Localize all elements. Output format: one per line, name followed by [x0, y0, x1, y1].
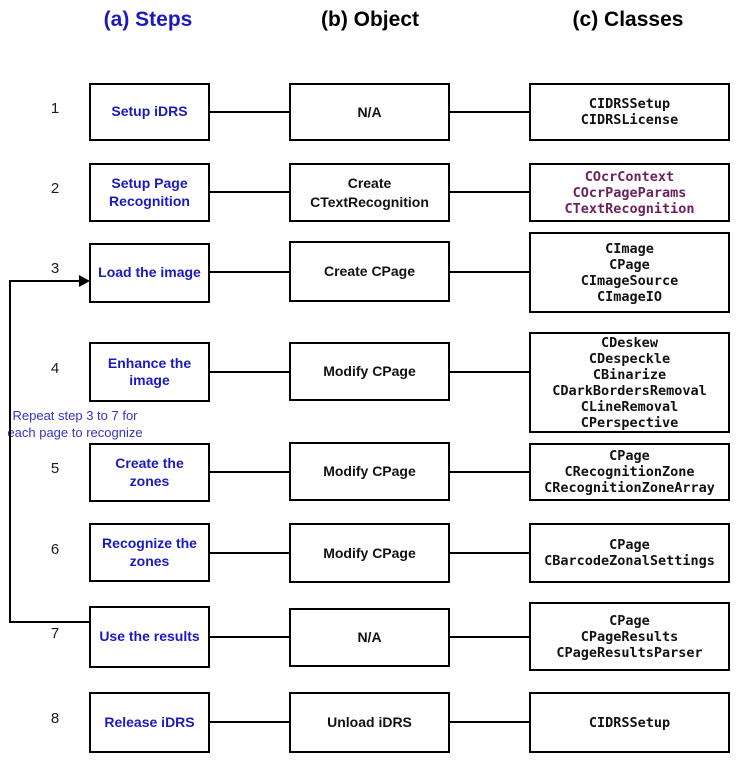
connector-line	[210, 191, 289, 193]
connector-line	[450, 721, 529, 723]
step-box: Load the image	[89, 243, 210, 303]
classes-box: CIDRSSetup CIDRSLicense	[529, 83, 730, 141]
classes-box: CIDRSSetup	[529, 692, 730, 753]
loop-line-vertical	[9, 280, 11, 623]
connector-line	[450, 471, 529, 473]
column-header-classes: (c) Classes	[572, 8, 684, 31]
object-box: Modify CPage	[289, 523, 450, 583]
classes-box: CPage CBarcodeZonalSettings	[529, 523, 730, 583]
step-number: 2	[50, 180, 60, 197]
connector-line	[210, 552, 289, 554]
object-box: Modify CPage	[289, 442, 450, 501]
step-number: 7	[50, 625, 60, 642]
connector-line	[210, 471, 289, 473]
connector-line	[210, 371, 289, 373]
connector-line	[210, 111, 289, 113]
step-number: 6	[50, 541, 60, 558]
step-box: Use the results	[89, 606, 210, 668]
connector-line	[450, 111, 529, 113]
connector-line	[210, 721, 289, 723]
connector-line	[450, 636, 529, 638]
step-number: 4	[50, 360, 60, 377]
loop-note: Repeat step 3 to 7 for each page to reco…	[7, 408, 143, 440]
classes-box: CPage CPageResults CPageResultsParser	[529, 602, 730, 671]
object-box: Modify CPage	[289, 342, 450, 401]
step-box: Setup iDRS	[89, 83, 210, 141]
column-header-object: (b) Object	[321, 8, 419, 31]
loop-arrowhead-icon	[79, 275, 90, 287]
object-box: Create CPage	[289, 241, 450, 302]
connector-line	[450, 191, 529, 193]
step-number: 8	[50, 710, 60, 727]
object-box: N/A	[289, 608, 450, 667]
step-box: Setup Page Recognition	[89, 163, 210, 222]
connector-line	[450, 371, 529, 373]
object-box: N/A	[289, 83, 450, 141]
step-number: 3	[50, 260, 60, 277]
step-box: Release iDRS	[89, 692, 210, 753]
object-box: Create CTextRecognition	[289, 163, 450, 222]
step-box: Create the zones	[89, 443, 210, 502]
object-box: Unload iDRS	[289, 692, 450, 753]
classes-box: CPage CRecognitionZone CRecognitionZoneA…	[529, 443, 730, 501]
connector-line	[450, 552, 529, 554]
connector-line	[450, 271, 529, 273]
classes-box: CImage CPage CImageSource CImageIO	[529, 232, 730, 313]
connector-line	[210, 271, 289, 273]
classes-box: COcrContext COcrPageParams CTextRecognit…	[529, 163, 730, 222]
connector-line	[210, 636, 289, 638]
loop-line-bottom	[9, 621, 89, 623]
step-box: Recognize the zones	[89, 523, 210, 582]
column-header-steps: (a) Steps	[103, 8, 193, 31]
step-number: 5	[50, 460, 60, 477]
step-box: Enhance the image	[89, 342, 210, 402]
step-number: 1	[50, 100, 60, 117]
loop-line-top	[9, 280, 80, 282]
classes-box: CDeskew CDespeckle CBinarize CDarkBorder…	[529, 332, 730, 433]
